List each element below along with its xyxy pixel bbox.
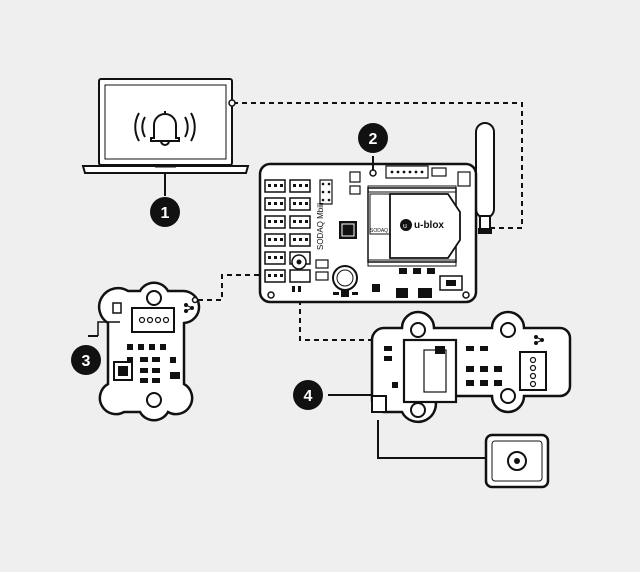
gps-antenna-cable (377, 420, 486, 459)
callout-2-label: 2 (369, 131, 378, 148)
callout-3: 3 (71, 345, 101, 375)
sensor-module (88, 281, 201, 422)
svg-text:SODAQ: SODAQ (370, 228, 388, 234)
mcu-chip (339, 221, 357, 239)
svg-text:u: u (403, 223, 407, 230)
callout-4-label: 4 (304, 388, 313, 405)
grove-pins (268, 184, 308, 277)
callout-2: 2 (358, 123, 388, 153)
mainboard: SODAQ Mbili SODAQ u u-blox (258, 122, 495, 304)
ublox-brand-text: u-blox (414, 220, 444, 231)
grove-logo-icon (184, 303, 194, 313)
laptop (81, 78, 250, 196)
gps-antenna (484, 433, 550, 489)
bell-alarm-icon (134, 111, 196, 146)
board-brand-text: SODAQ Mbili (316, 202, 325, 250)
ublox-module (389, 193, 461, 259)
callout-3-label: 3 (82, 353, 91, 370)
mainboard-to-sensor-link (198, 274, 268, 301)
laptop-to-antenna-link (233, 102, 523, 229)
gps-module (328, 310, 572, 424)
callout-1: 1 (150, 197, 180, 227)
callout-4: 4 (293, 380, 323, 410)
ufl-connector (371, 395, 387, 413)
callout-1-label: 1 (161, 205, 170, 222)
grove-logo-icon (534, 335, 544, 345)
